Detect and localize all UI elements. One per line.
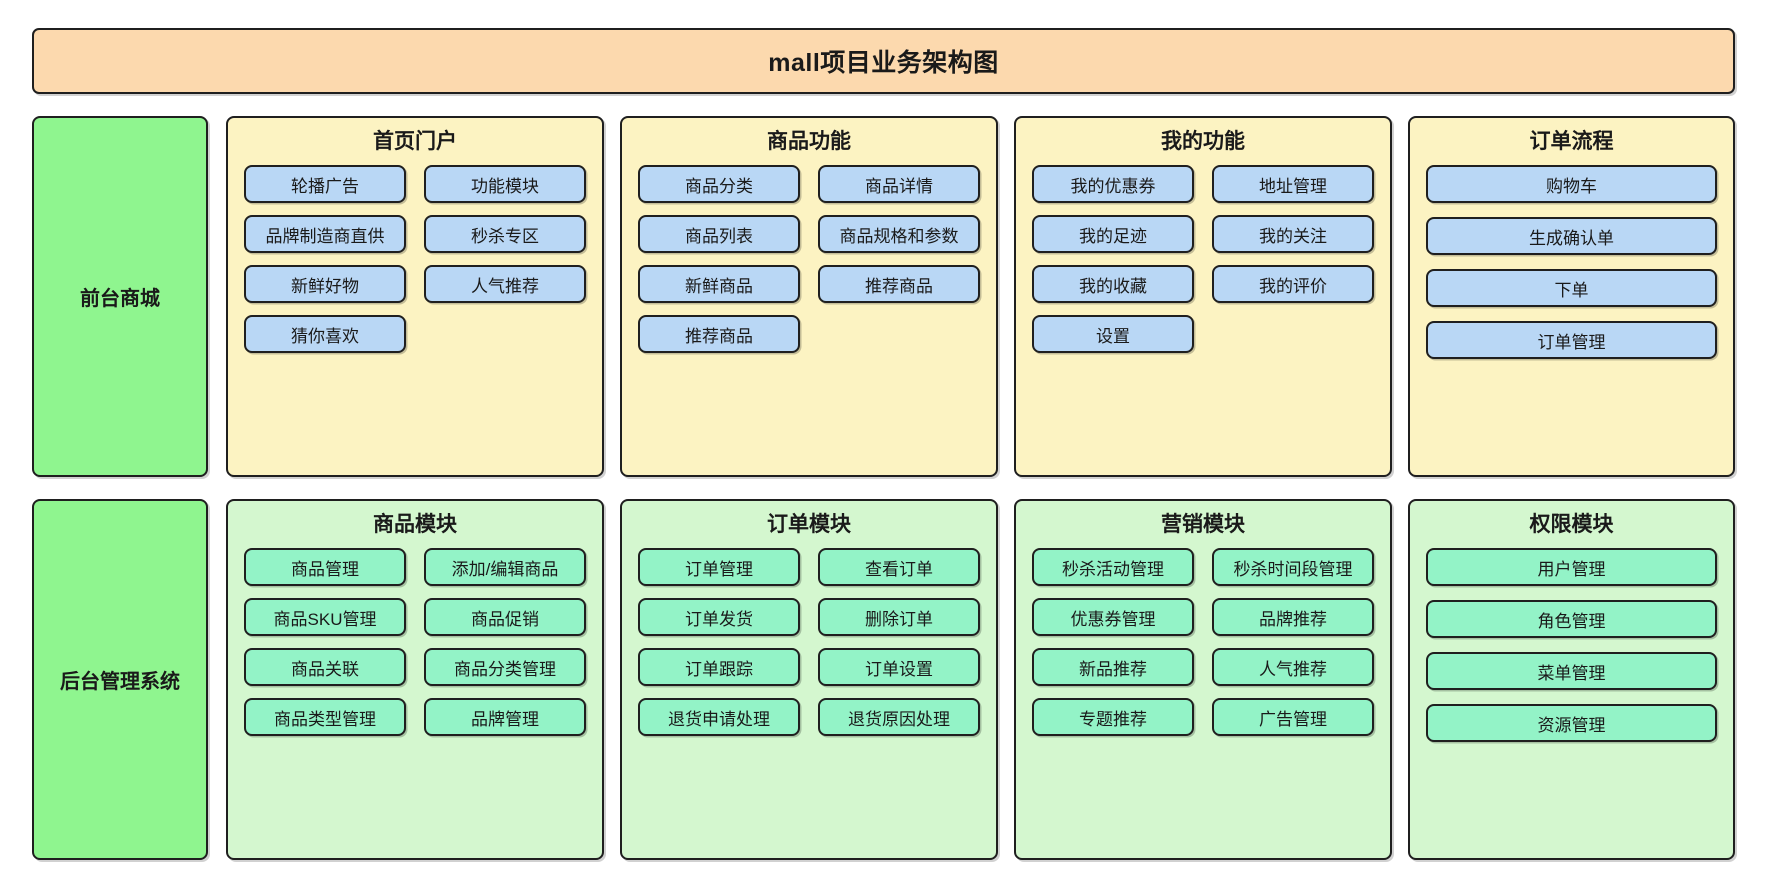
chip[interactable]: 商品SKU管理	[244, 598, 406, 637]
chip[interactable]: 查看订单	[818, 548, 980, 587]
chip[interactable]: 退货原因处理	[818, 698, 980, 737]
panel-items: 轮播广告 功能模块 品牌制造商直供 秒杀专区 新鲜好物 人气推荐 猜你喜欢	[244, 165, 586, 461]
chip[interactable]: 生成确认单	[1426, 217, 1717, 256]
chip[interactable]: 我的收藏	[1032, 265, 1194, 304]
chip[interactable]: 猜你喜欢	[244, 315, 406, 354]
chip[interactable]: 品牌推荐	[1212, 598, 1374, 637]
chip[interactable]: 商品促销	[424, 598, 586, 637]
panel-title: 订单模块	[767, 513, 851, 536]
chip[interactable]: 商品管理	[244, 548, 406, 587]
chip[interactable]: 专题推荐	[1032, 698, 1194, 737]
panel-items: 购物车 生成确认单 下单 订单管理	[1426, 165, 1717, 461]
chip[interactable]: 地址管理	[1212, 165, 1374, 204]
chip[interactable]: 添加/编辑商品	[424, 548, 586, 587]
chip[interactable]: 优惠券管理	[1032, 598, 1194, 637]
panel-title: 营销模块	[1161, 513, 1245, 536]
panel-product-features: 商品功能 商品分类 商品详情 商品列表 商品规格和参数 新鲜商品 推荐商品 推荐…	[620, 116, 998, 477]
chip[interactable]: 商品分类	[638, 165, 800, 204]
chip[interactable]: 用户管理	[1426, 548, 1717, 587]
row-label-admin: 后台管理系统	[32, 499, 208, 860]
chip[interactable]: 资源管理	[1426, 704, 1717, 743]
panel-home-portal: 首页门户 轮播广告 功能模块 品牌制造商直供 秒杀专区 新鲜好物 人气推荐 猜你…	[226, 116, 604, 477]
chip[interactable]: 菜单管理	[1426, 652, 1717, 691]
chip[interactable]: 推荐商品	[818, 265, 980, 304]
front-row: 前台商城 首页门户 轮播广告 功能模块 品牌制造商直供 秒杀专区 新鲜好物 人气…	[32, 116, 1735, 477]
panel-permission-module: 权限模块 用户管理 角色管理 菜单管理 资源管理	[1408, 499, 1735, 860]
chip[interactable]: 订单发货	[638, 598, 800, 637]
chip[interactable]: 角色管理	[1426, 600, 1717, 639]
chip[interactable]: 人气推荐	[424, 265, 586, 304]
panel-order-module: 订单模块 订单管理 查看订单 订单发货 删除订单 订单跟踪 订单设置 退货申请处…	[620, 499, 998, 860]
chip[interactable]: 商品列表	[638, 215, 800, 254]
panel-my-features: 我的功能 我的优惠券 地址管理 我的足迹 我的关注 我的收藏 我的评价 设置	[1014, 116, 1392, 477]
chip[interactable]: 商品规格和参数	[818, 215, 980, 254]
chip[interactable]: 订单管理	[638, 548, 800, 587]
panel-product-module: 商品模块 商品管理 添加/编辑商品 商品SKU管理 商品促销 商品关联 商品分类…	[226, 499, 604, 860]
chip[interactable]: 我的关注	[1212, 215, 1374, 254]
chip[interactable]: 广告管理	[1212, 698, 1374, 737]
chip[interactable]: 删除订单	[818, 598, 980, 637]
diagram-title: mall项目业务架构图	[32, 28, 1735, 94]
chip[interactable]: 功能模块	[424, 165, 586, 204]
chip[interactable]: 新品推荐	[1032, 648, 1194, 687]
front-panels: 首页门户 轮播广告 功能模块 品牌制造商直供 秒杀专区 新鲜好物 人气推荐 猜你…	[226, 116, 1735, 477]
panel-items: 商品管理 添加/编辑商品 商品SKU管理 商品促销 商品关联 商品分类管理 商品…	[244, 548, 586, 844]
chip[interactable]: 新鲜商品	[638, 265, 800, 304]
panel-title: 订单流程	[1529, 130, 1614, 153]
chip[interactable]: 品牌制造商直供	[244, 215, 406, 254]
chip[interactable]: 秒杀专区	[424, 215, 586, 254]
chip[interactable]: 商品分类管理	[424, 648, 586, 687]
chip[interactable]: 商品详情	[818, 165, 980, 204]
chip[interactable]: 下单	[1426, 269, 1717, 308]
chip[interactable]: 秒杀活动管理	[1032, 548, 1194, 587]
panel-items: 商品分类 商品详情 商品列表 商品规格和参数 新鲜商品 推荐商品 推荐商品	[638, 165, 980, 461]
chip[interactable]: 订单跟踪	[638, 648, 800, 687]
row-label-front: 前台商城	[32, 116, 208, 477]
panel-title: 商品功能	[767, 130, 851, 153]
chip[interactable]: 品牌管理	[424, 698, 586, 737]
panel-order-flow: 订单流程 购物车 生成确认单 下单 订单管理	[1408, 116, 1735, 477]
chip[interactable]: 订单管理	[1426, 321, 1717, 360]
panel-title: 商品模块	[373, 513, 457, 536]
admin-panels: 商品模块 商品管理 添加/编辑商品 商品SKU管理 商品促销 商品关联 商品分类…	[226, 499, 1735, 860]
chip[interactable]: 人气推荐	[1212, 648, 1374, 687]
panel-items: 用户管理 角色管理 菜单管理 资源管理	[1426, 548, 1717, 844]
panel-items: 我的优惠券 地址管理 我的足迹 我的关注 我的收藏 我的评价 设置	[1032, 165, 1374, 461]
chip[interactable]: 推荐商品	[638, 315, 800, 354]
chip[interactable]: 我的评价	[1212, 265, 1374, 304]
chip[interactable]: 订单设置	[818, 648, 980, 687]
chip[interactable]: 商品关联	[244, 648, 406, 687]
chip[interactable]: 新鲜好物	[244, 265, 406, 304]
chip[interactable]: 我的足迹	[1032, 215, 1194, 254]
chip[interactable]: 购物车	[1426, 165, 1717, 204]
chip[interactable]: 秒杀时间段管理	[1212, 548, 1374, 587]
panel-title: 首页门户	[373, 130, 457, 153]
chip[interactable]: 轮播广告	[244, 165, 406, 204]
panel-items: 订单管理 查看订单 订单发货 删除订单 订单跟踪 订单设置 退货申请处理 退货原…	[638, 548, 980, 844]
panel-items: 秒杀活动管理 秒杀时间段管理 优惠券管理 品牌推荐 新品推荐 人气推荐 专题推荐…	[1032, 548, 1374, 844]
panel-marketing-module: 营销模块 秒杀活动管理 秒杀时间段管理 优惠券管理 品牌推荐 新品推荐 人气推荐…	[1014, 499, 1392, 860]
chip[interactable]: 退货申请处理	[638, 698, 800, 737]
chip[interactable]: 我的优惠券	[1032, 165, 1194, 204]
chip[interactable]: 设置	[1032, 315, 1194, 354]
panel-title: 权限模块	[1529, 513, 1614, 536]
chip[interactable]: 商品类型管理	[244, 698, 406, 737]
panel-title: 我的功能	[1161, 130, 1245, 153]
admin-row: 后台管理系统 商品模块 商品管理 添加/编辑商品 商品SKU管理 商品促销 商品…	[32, 499, 1735, 860]
